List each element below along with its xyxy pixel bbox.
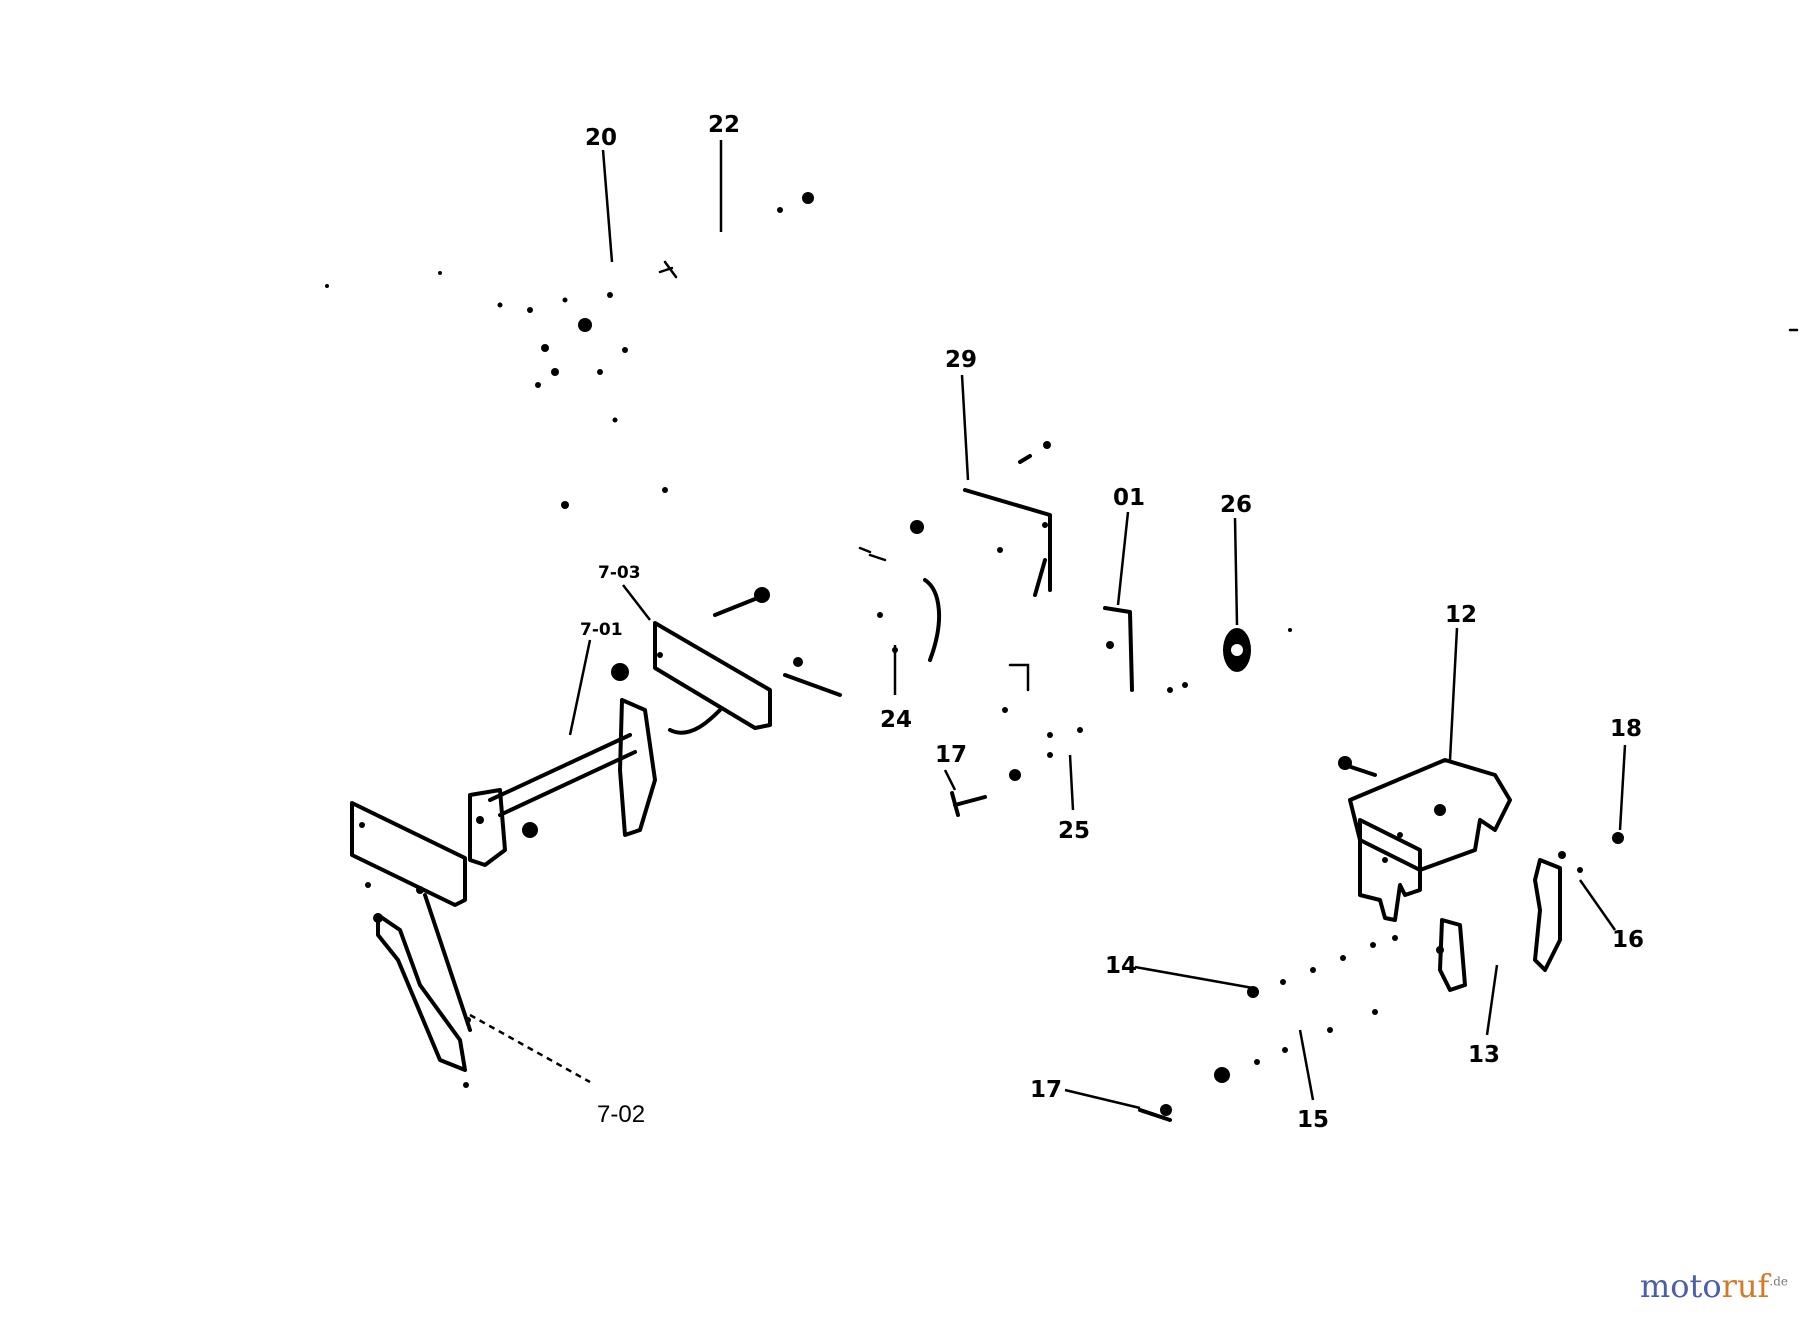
- label-18: 18: [1610, 716, 1642, 742]
- watermark-part2: ruf: [1721, 1267, 1770, 1305]
- label-12: 12: [1445, 602, 1477, 628]
- label-01: 01: [1113, 485, 1145, 511]
- watermark-tld: .de: [1769, 1274, 1788, 1289]
- label-26: 26: [1220, 492, 1252, 518]
- label-22: 22: [708, 112, 740, 138]
- label-20: 20: [585, 125, 617, 151]
- part-29-bracket: [910, 441, 1052, 597]
- part-01-plate: [1002, 606, 1292, 781]
- label-13: 13: [1468, 1042, 1500, 1068]
- left-plate-assembly: [350, 587, 842, 1088]
- label-7-03: 7-03: [598, 563, 641, 583]
- label-25: 25: [1058, 818, 1090, 844]
- watermark-part1: moto: [1639, 1267, 1722, 1305]
- label-24: 24: [880, 707, 912, 733]
- label-29: 29: [945, 347, 977, 373]
- label-16: 16: [1612, 927, 1644, 953]
- right-bracket-assembly: [1138, 756, 1624, 1122]
- leader-lines: [469, 140, 1627, 1110]
- part-26-pulley: [1223, 628, 1251, 672]
- label-17-upper: 17: [935, 742, 967, 768]
- label-14: 14: [1105, 953, 1137, 979]
- callout-labels: 20 22 29 01 26 7-03 7-01 24 17 25 12 18 …: [580, 112, 1644, 1133]
- upper-bracket-fragments: [325, 192, 814, 509]
- label-17-lower: 17: [1030, 1077, 1062, 1103]
- motoruf-watermark: motoruf.de: [1640, 1267, 1788, 1305]
- label-7-02: 7-02: [597, 1101, 645, 1128]
- part-17-bolt-upper: [950, 791, 987, 817]
- part-24-lever: [858, 546, 942, 662]
- label-7-01: 7-01: [580, 620, 623, 640]
- label-15: 15: [1297, 1107, 1329, 1133]
